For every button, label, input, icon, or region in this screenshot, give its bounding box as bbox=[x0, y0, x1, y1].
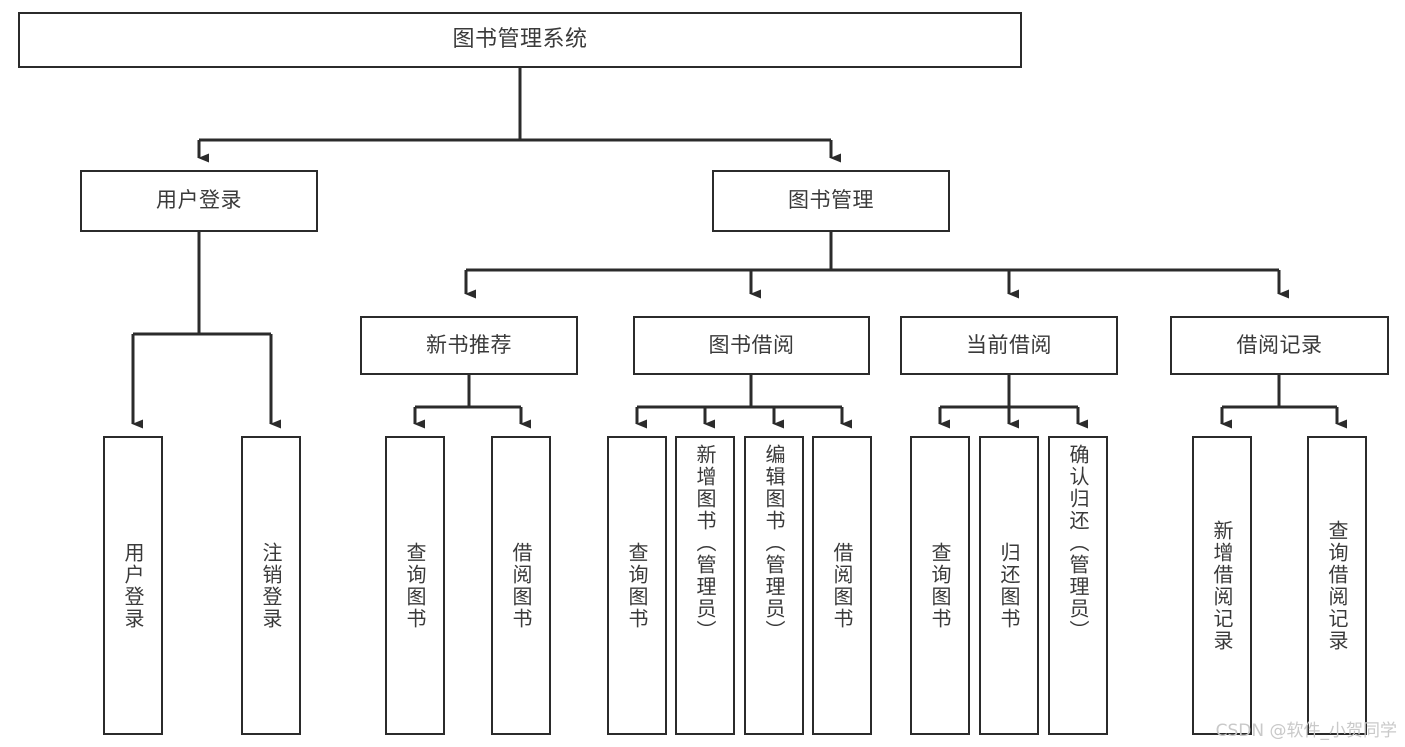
leaf-borrow-record-query[interactable]: 查询借阅记录 bbox=[1307, 436, 1367, 735]
leaf-book-borrow-query-label: 查询图书 bbox=[625, 541, 649, 630]
leaf-borrow-record-add[interactable]: 新增借阅记录 bbox=[1192, 436, 1252, 735]
leaf-user-login-signin[interactable]: 用户登录 bbox=[103, 436, 163, 735]
leaf-user-login-signout-label: 注销登录 bbox=[259, 541, 283, 630]
edge-borrow-record-to-leaves bbox=[1220, 375, 1347, 429]
node-book-management-label: 图书管理 bbox=[788, 188, 874, 213]
node-borrow-record[interactable]: 借阅记录 bbox=[1170, 316, 1389, 375]
watermark-text: CSDN @软件_小贺同学 bbox=[1215, 721, 1397, 741]
node-borrow-record-label: 借阅记录 bbox=[1236, 332, 1323, 357]
leaf-book-borrow-query[interactable]: 查询图书 bbox=[607, 436, 667, 735]
node-new-book-recommend-label: 新书推荐 bbox=[426, 332, 512, 357]
edge-root-to-level2 bbox=[197, 68, 841, 163]
leaf-user-login-signin-label: 用户登录 bbox=[121, 541, 145, 630]
node-book-borrow[interactable]: 图书借阅 bbox=[633, 316, 870, 375]
leaf-current-borrow-query-label: 查询图书 bbox=[928, 541, 952, 630]
leaf-new-book-query-label: 查询图书 bbox=[403, 541, 427, 630]
leaf-borrow-record-add-label: 新增借阅记录 bbox=[1210, 519, 1234, 652]
leaf-new-book-query[interactable]: 查询图书 bbox=[385, 436, 445, 735]
edge-current-borrow-to-leaves bbox=[938, 375, 1088, 429]
leaf-book-borrow-add-label: 新增图书（管理员） bbox=[693, 444, 717, 642]
node-root-label: 图书管理系统 bbox=[452, 26, 588, 52]
node-new-book-recommend[interactable]: 新书推荐 bbox=[360, 316, 578, 375]
node-current-borrow[interactable]: 当前借阅 bbox=[900, 316, 1118, 375]
leaf-current-borrow-query[interactable]: 查询图书 bbox=[910, 436, 970, 735]
node-user-login-label: 用户登录 bbox=[156, 188, 242, 213]
node-book-management[interactable]: 图书管理 bbox=[712, 170, 950, 232]
leaf-book-borrow-edit-label: 编辑图书（管理员） bbox=[762, 444, 786, 642]
leaf-new-book-borrow[interactable]: 借阅图书 bbox=[491, 436, 551, 735]
leaf-current-borrow-return[interactable]: 归还图书 bbox=[979, 436, 1039, 735]
leaf-borrow-record-query-label: 查询借阅记录 bbox=[1325, 519, 1349, 652]
leaf-current-borrow-confirm-return-label: 确认归还（管理员） bbox=[1066, 444, 1090, 642]
edge-user-login-to-leaves bbox=[131, 232, 281, 429]
leaf-new-book-borrow-label: 借阅图书 bbox=[509, 541, 533, 630]
edge-book-borrow-to-leaves bbox=[635, 375, 852, 429]
node-root-library-system[interactable]: 图书管理系统 bbox=[18, 12, 1022, 68]
leaf-user-login-signout[interactable]: 注销登录 bbox=[241, 436, 301, 735]
edge-new-book-to-leaves bbox=[413, 375, 531, 429]
edge-book-mgmt-to-level3 bbox=[464, 232, 1289, 299]
node-current-borrow-label: 当前借阅 bbox=[966, 332, 1052, 357]
leaf-current-borrow-return-label: 归还图书 bbox=[997, 541, 1021, 630]
leaf-book-borrow-edit[interactable]: 编辑图书（管理员） bbox=[744, 436, 804, 735]
node-user-login[interactable]: 用户登录 bbox=[80, 170, 318, 232]
leaf-current-borrow-confirm-return[interactable]: 确认归还（管理员） bbox=[1048, 436, 1108, 735]
leaf-book-borrow-add[interactable]: 新增图书（管理员） bbox=[675, 436, 735, 735]
node-book-borrow-label: 图书借阅 bbox=[708, 332, 795, 357]
leaf-book-borrow-borrow-label: 借阅图书 bbox=[830, 541, 854, 630]
leaf-book-borrow-borrow[interactable]: 借阅图书 bbox=[812, 436, 872, 735]
